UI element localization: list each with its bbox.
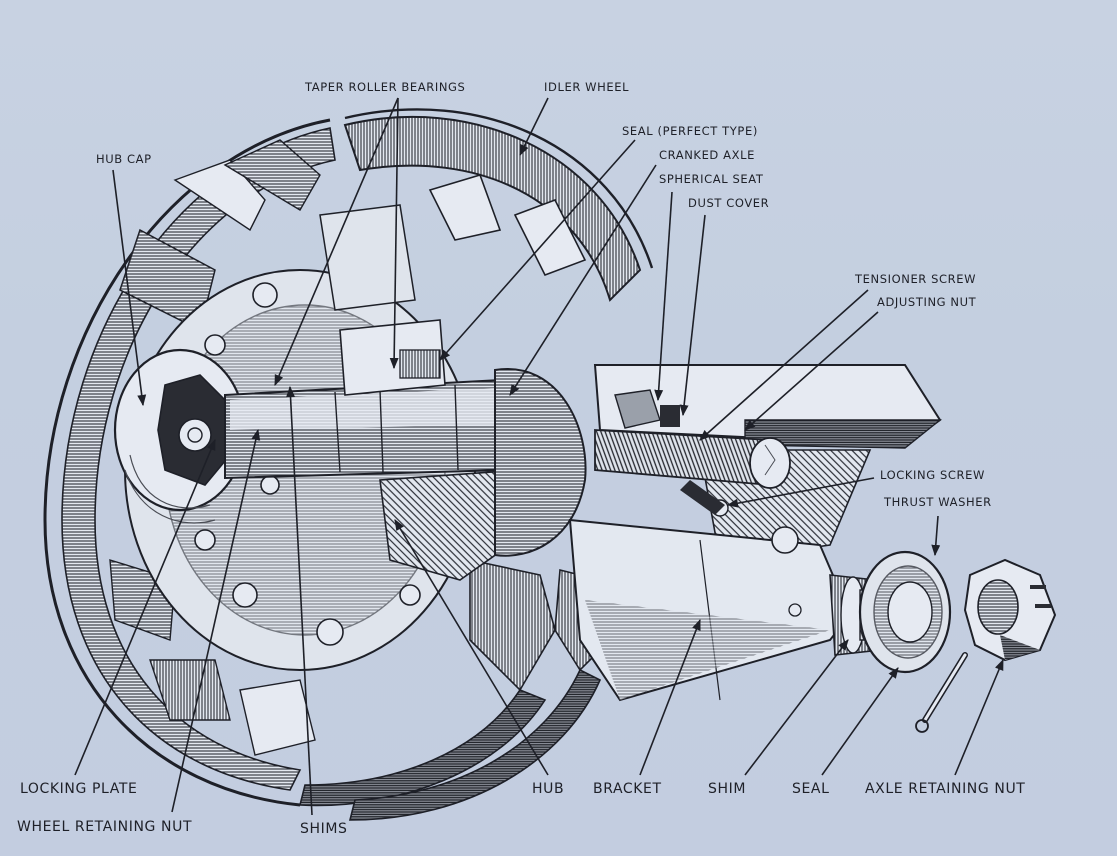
hub-cap	[113, 348, 247, 524]
label-spherical-seat: SPHERICAL SEAT	[659, 172, 764, 186]
leader-seal	[821, 667, 899, 776]
idler-wheel	[43, 108, 654, 821]
leader-tensioner-screw	[699, 289, 869, 441]
label-axle-retaining-nut: AXLE RETAINING NUT	[865, 781, 1026, 797]
leader-thrust-washer	[931, 515, 941, 557]
label-idler-wheel: IDLER WHEEL	[544, 80, 630, 94]
split-pin	[915, 652, 968, 733]
label-bracket: BRACKET	[593, 781, 662, 797]
label-thrust-washer: THRUST WASHER	[884, 495, 992, 509]
bracket	[568, 364, 942, 702]
leader-shim	[744, 639, 849, 776]
label-locking-plate: LOCKING PLATE	[20, 781, 138, 797]
label-wheel-retaining-nut: WHEEL RETAINING NUT	[17, 819, 193, 835]
leader-seal-perfect-type	[439, 139, 636, 361]
leader-axle-retaining-nut	[954, 658, 1004, 776]
leader-locking-screw	[726, 477, 875, 508]
leader-cranked-axle	[509, 164, 657, 396]
label-dust-cover: DUST COVER	[688, 196, 770, 210]
thrust-washer-and-seal	[858, 550, 952, 674]
leader-adjusting-nut	[744, 311, 879, 431]
leader-hub-cap	[112, 169, 147, 407]
label-seal-perfect-type: SEAL (PERFECT TYPE)	[622, 124, 758, 138]
label-shim: SHIM	[708, 781, 747, 797]
tensioner-screw	[594, 389, 791, 517]
leader-locking-plate	[74, 438, 216, 776]
label-cranked-axle: CRANKED AXLE	[659, 148, 755, 162]
label-taper-roller-bearings: TAPER ROLLER BEARINGS	[305, 80, 466, 94]
leader-dust-cover	[679, 214, 706, 417]
leader-taper-roller-bearings-a	[274, 97, 399, 387]
leader-wheel-retaining-nut	[171, 428, 261, 813]
label-hub: HUB	[532, 781, 565, 797]
leader-bracket	[639, 618, 701, 776]
leader-spherical-seat	[654, 191, 673, 402]
label-hub-cap: HUB CAP	[96, 152, 152, 166]
axle-retaining-nut	[963, 558, 1057, 662]
leader-shims	[286, 385, 313, 816]
leader-hub	[394, 519, 549, 776]
leader-taper-roller-bearings-b	[389, 97, 399, 370]
leader-idler-wheel	[519, 97, 549, 157]
label-locking-screw: LOCKING SCREW	[880, 468, 985, 482]
label-tensioner-screw: TENSIONER SCREW	[855, 272, 977, 286]
label-adjusting-nut: ADJUSTING NUT	[877, 295, 977, 309]
label-seal: SEAL	[792, 781, 830, 797]
cranked-axle	[224, 204, 587, 557]
label-shims: SHIMS	[300, 821, 348, 837]
